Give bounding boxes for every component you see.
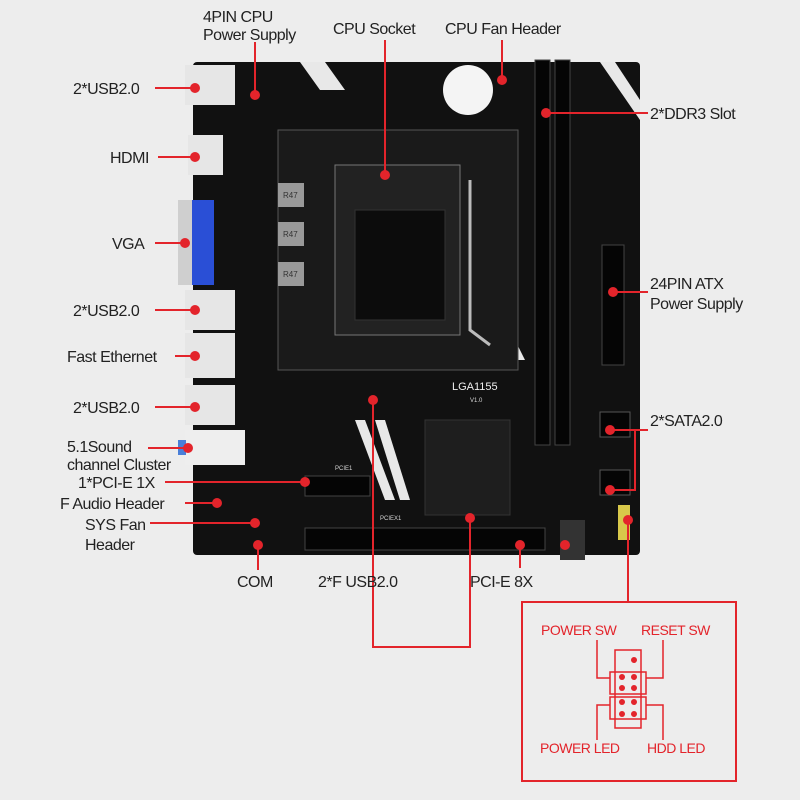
pcie-8x-slot bbox=[304, 527, 546, 551]
component-labels: 4PIN CPU Power Supply CPU Socket CPU Fan… bbox=[60, 9, 744, 591]
pcie1x-silk: PCIE1 bbox=[335, 466, 353, 472]
label-atx24: 24PIN ATX bbox=[650, 276, 724, 293]
label-usb-top: 2*USB2.0 bbox=[73, 81, 140, 98]
label-sata: 2*SATA2.0 bbox=[650, 413, 723, 430]
atx24-connector bbox=[601, 244, 625, 366]
label-sound-2: channel Cluster bbox=[67, 457, 172, 474]
label-sys-fan-2: Header bbox=[85, 537, 136, 554]
pcie8x-silk: PCIEX1 bbox=[380, 516, 402, 522]
label-atx24-2: Power Supply bbox=[650, 296, 743, 313]
front-panel-diagram: POWER SW RESET SW POWER LED HDD LED bbox=[521, 601, 737, 782]
inductor-label: R47 bbox=[283, 191, 298, 200]
label-com: COM bbox=[237, 574, 273, 591]
pcie-1x-slot bbox=[304, 475, 371, 497]
label-hdmi: HDMI bbox=[110, 150, 149, 167]
label-ddr3: 2*DDR3 Slot bbox=[650, 106, 736, 123]
label-4pin-cpu: 4PIN CPU bbox=[203, 9, 273, 26]
audio-jacks bbox=[185, 430, 245, 465]
dimm-slot-1 bbox=[534, 59, 551, 446]
sata-port-1 bbox=[599, 411, 631, 438]
label-power-led: POWER LED bbox=[540, 740, 620, 756]
label-ethernet: Fast Ethernet bbox=[67, 349, 158, 366]
label-4pin-cpu-2: Power Supply bbox=[203, 27, 296, 44]
label-usb-low: 2*USB2.0 bbox=[73, 400, 140, 417]
label-pcie-1x: 1*PCI-E 1X bbox=[78, 475, 156, 492]
label-sys-fan: SYS Fan bbox=[85, 517, 146, 534]
label-reset-sw: RESET SW bbox=[641, 622, 711, 638]
vga-port bbox=[192, 200, 214, 285]
label-f-usb: 2*F USB2.0 bbox=[318, 574, 398, 591]
dimm-slot-2 bbox=[554, 59, 571, 446]
header-pins bbox=[619, 657, 637, 717]
inductor-label: R47 bbox=[283, 230, 298, 239]
sata-port-2 bbox=[599, 469, 631, 496]
chipset-heatsink bbox=[424, 419, 511, 516]
label-sound: 5.1Sound bbox=[67, 439, 132, 456]
label-hdd-led: HDD LED bbox=[647, 740, 705, 756]
label-cpu-socket: CPU Socket bbox=[333, 21, 416, 38]
label-usb-mid: 2*USB2.0 bbox=[73, 303, 140, 320]
cmos-battery bbox=[443, 65, 493, 115]
inductor-label: R47 bbox=[283, 270, 298, 279]
socket-model-text: LGA1155 bbox=[452, 381, 498, 393]
slot-latch bbox=[560, 520, 585, 560]
version-text: V1.0 bbox=[470, 398, 483, 404]
motherboard: LGA1155 V1.0 R47 R47 R47 PCIE1 PCIEX1 bbox=[178, 59, 640, 560]
label-f-audio: F Audio Header bbox=[60, 496, 165, 513]
label-power-sw: POWER SW bbox=[541, 622, 618, 638]
label-pcie-8x: PCI-E 8X bbox=[470, 574, 534, 591]
label-vga: VGA bbox=[112, 236, 145, 253]
callout-lines bbox=[148, 40, 648, 648]
label-cpu-fan: CPU Fan Header bbox=[445, 21, 562, 38]
socket-lever bbox=[468, 180, 491, 347]
